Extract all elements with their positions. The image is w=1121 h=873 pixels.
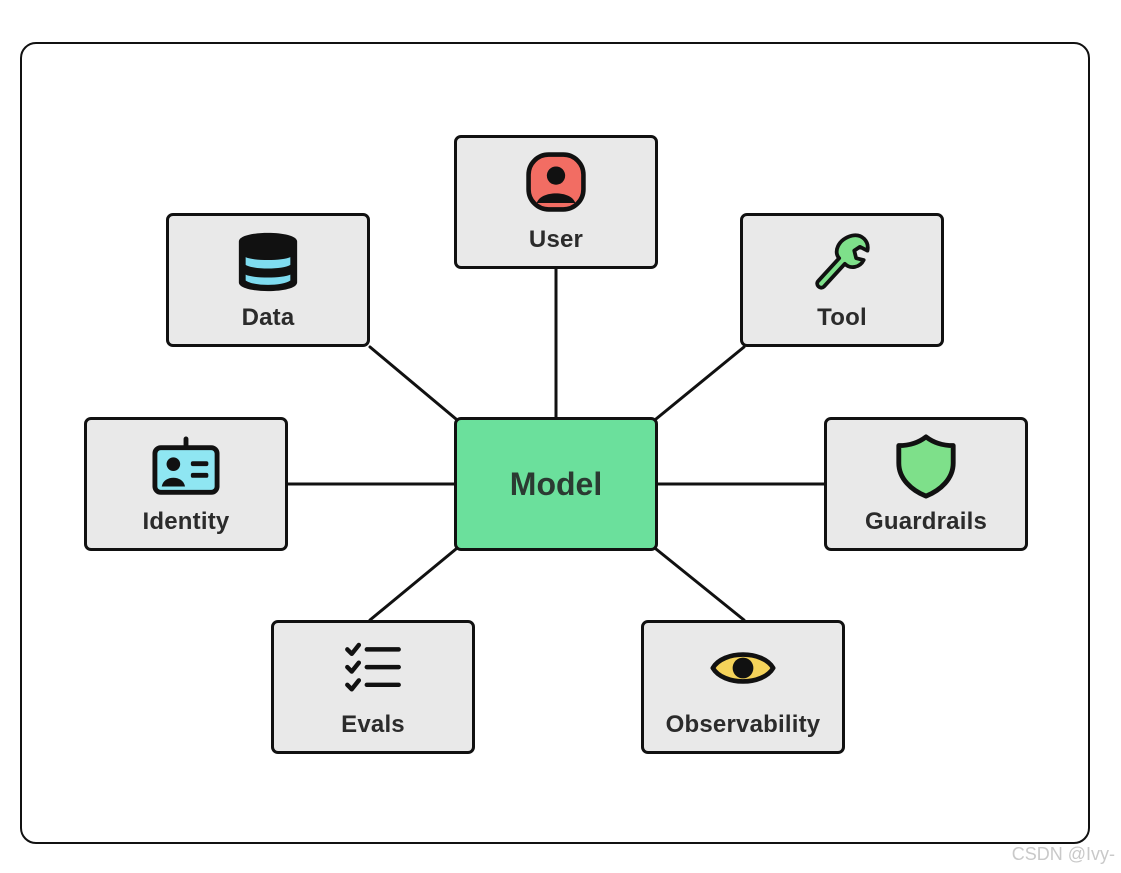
connector-tool [654,345,746,421]
node-identity: Identity [84,417,288,551]
checklist-icon [345,642,401,692]
shield-icon [896,434,956,499]
node-label-data: Data [241,304,295,331]
connector-evals [368,547,458,622]
eye-icon [710,652,776,684]
node-observability: Observability [641,620,845,754]
node-model: Model [454,417,658,551]
node-guardrails: Guardrails [824,417,1028,551]
node-label-tool: Tool [817,304,867,331]
node-label-user: User [528,226,584,253]
database-icon [238,232,298,292]
node-label-guardrails: Guardrails [864,508,988,535]
node-label-observability: Observability [665,711,821,738]
node-label-evals: Evals [341,711,405,738]
watermark: CSDN @Ivy- [1011,844,1115,864]
id-card-icon [152,436,220,495]
node-evals: Evals [271,620,475,754]
user-icon [526,152,586,212]
node-label-model: Model [509,465,603,502]
connector-data [368,345,458,421]
wrench-icon [815,233,870,290]
node-tool: Tool [740,213,944,347]
node-label-identity: Identity [142,508,230,535]
node-data: Data [166,213,370,347]
connector-observability [654,547,746,622]
node-user: User [454,135,658,269]
